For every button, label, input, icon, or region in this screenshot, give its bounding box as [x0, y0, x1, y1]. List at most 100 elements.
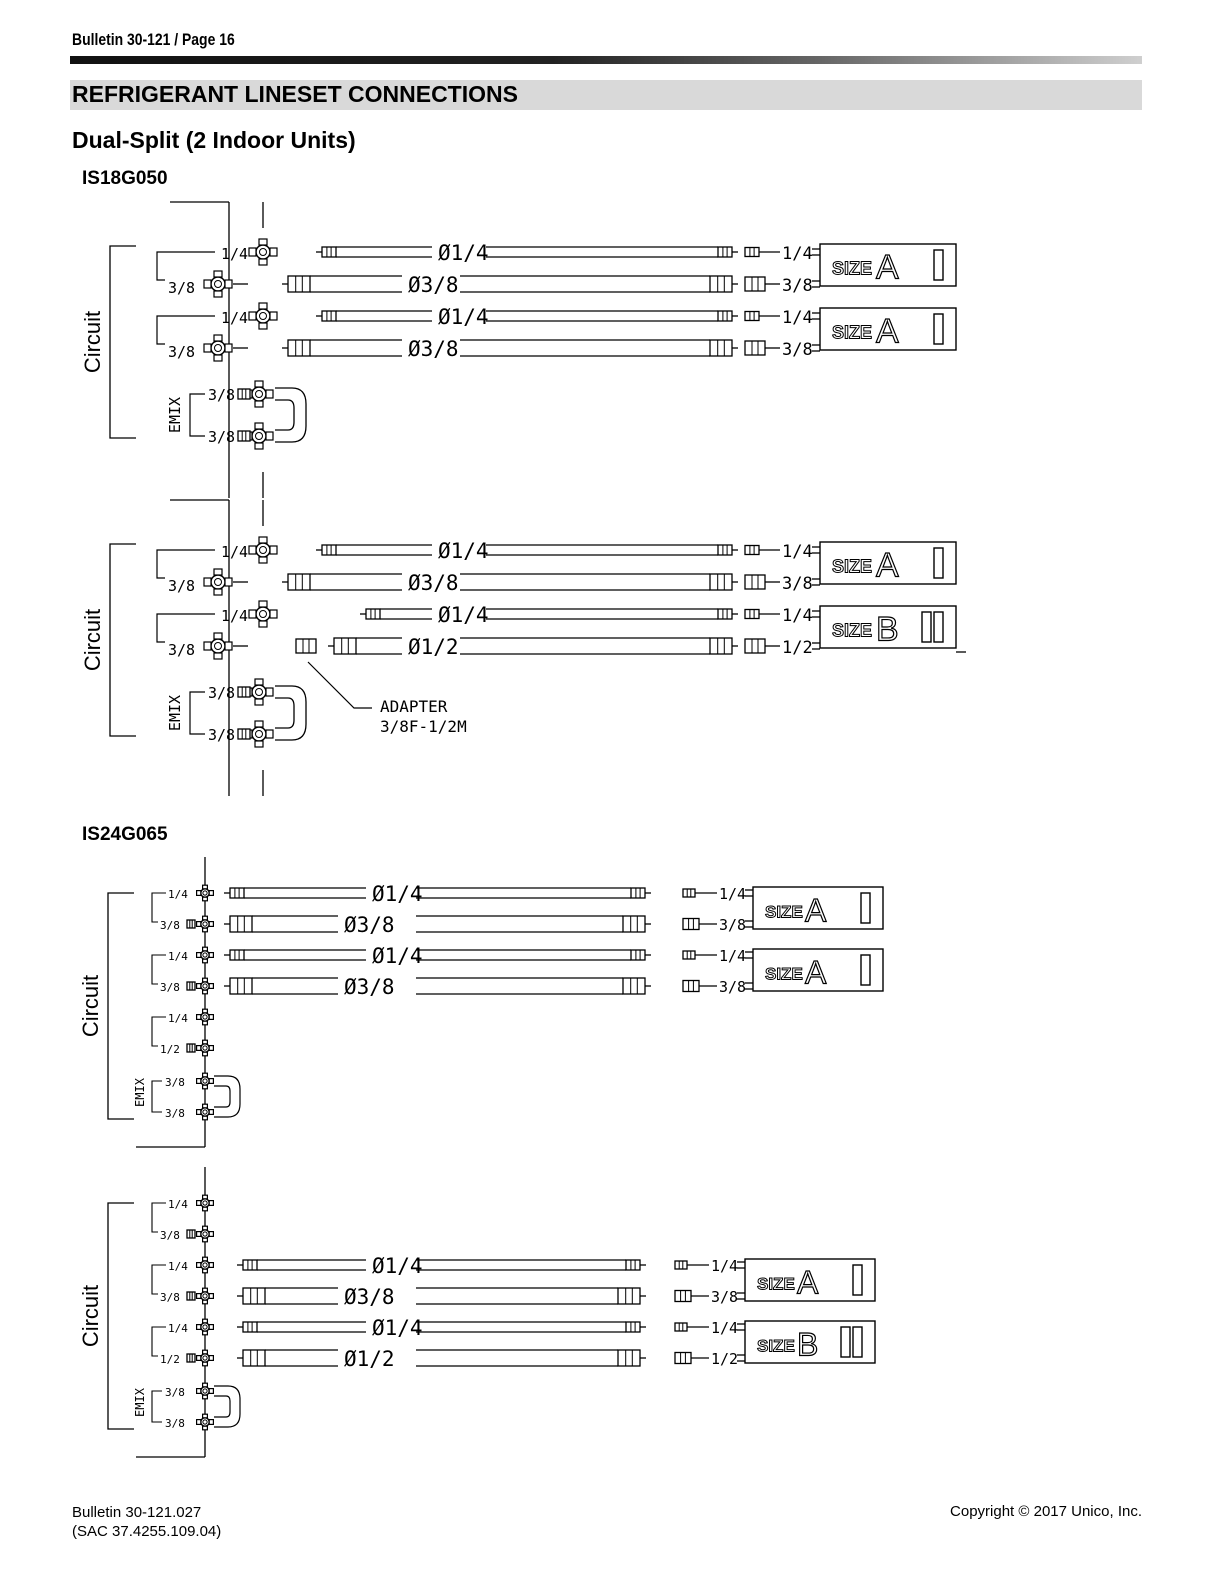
service-valve-icon — [203, 568, 233, 596]
port-label: 1/4 — [221, 543, 248, 561]
unit-port-label: 1/4 — [711, 1257, 738, 1275]
circuit-label: Circuit — [80, 609, 105, 671]
subtitle: Dual-Split (2 Indoor Units) — [72, 127, 356, 153]
port-label: 1/4 — [221, 607, 248, 625]
flare-fitting-icon — [674, 1260, 688, 1270]
emix-port-label: 3/8 — [165, 1107, 185, 1120]
port-label: 3/8 — [160, 1291, 180, 1304]
flare-fitting-icon — [237, 728, 251, 740]
flare-fitting-icon — [237, 388, 251, 400]
size-code-bar — [933, 611, 944, 643]
adapter-label: ADAPTER — [380, 697, 448, 716]
flare-fitting-icon — [242, 1287, 266, 1305]
emix-label: EMIX — [166, 397, 184, 433]
line-diameter-label: Ø3/8 — [344, 1285, 395, 1309]
line-diameter-label: Ø1/4 — [438, 603, 489, 627]
size-code-bar — [933, 547, 944, 579]
footer-document-info: Bulletin 30-121.027 (SAC 37.4255.109.04) — [72, 1503, 221, 1541]
refrigerant-line: Ø1/4 — [237, 1316, 646, 1340]
service-valve-icon — [196, 1194, 214, 1212]
service-valve-icon — [196, 1039, 214, 1057]
size-word: SIZE — [765, 965, 803, 984]
flare-fitting-icon — [744, 574, 766, 590]
line-diameter-label: Ø3/8 — [408, 337, 459, 361]
service-valve-icon — [203, 632, 233, 660]
port-label: 3/8 — [168, 279, 195, 297]
flare-fitting-icon — [237, 686, 251, 698]
flare-fitting-icon — [287, 573, 311, 591]
refrigerant-line: Ø1/4 — [316, 241, 738, 265]
port-label: 1/4 — [221, 245, 248, 263]
size-code-bar — [933, 313, 944, 345]
circuit-bracket: Circuit — [78, 1202, 134, 1430]
refrigerant-line: Ø1/4 — [316, 305, 738, 329]
size-letter: A — [876, 248, 899, 286]
unit-port-label: 3/8 — [782, 340, 813, 360]
circuit-bracket: Circuit — [78, 892, 134, 1120]
refrigerant-line: Ø1/4 — [224, 944, 651, 968]
emix-port-label: 3/8 — [165, 1386, 185, 1399]
service-valve-icon — [196, 1103, 214, 1121]
unit-outline — [752, 948, 884, 992]
size-code-bar — [921, 611, 932, 643]
unit-outline — [744, 1320, 876, 1364]
emix-port-label: 3/8 — [208, 428, 235, 446]
port-label: 3/8 — [160, 1229, 180, 1242]
flare-fitting-icon — [229, 887, 245, 899]
service-valve-icon — [244, 422, 274, 450]
unit-port-label: 1/4 — [711, 1319, 738, 1337]
flare-fitting-icon — [321, 310, 337, 322]
flare-fitting-icon — [242, 1321, 258, 1333]
flare-fitting-icon — [237, 430, 251, 442]
unit-port-label: 1/4 — [719, 947, 746, 965]
unit-port-label: 3/8 — [782, 276, 813, 296]
line-diameter-label: Ø1/4 — [372, 1254, 423, 1278]
refrigerant-line: Ø3/8 — [282, 273, 738, 297]
circuit-label: Circuit — [80, 311, 105, 373]
line-diameter-label: Ø3/8 — [344, 913, 395, 937]
size-word: SIZE — [832, 323, 872, 343]
emix-port-label: 3/8 — [208, 684, 235, 702]
port-label: 1/4 — [168, 1260, 188, 1273]
size-letter: A — [876, 546, 899, 584]
circuit-bracket: Circuit — [80, 245, 136, 439]
unit-port-label: 1/2 — [782, 638, 813, 658]
line-diameter-label: Ø3/8 — [408, 273, 459, 297]
flare-fitting-icon — [622, 915, 646, 933]
flare-fitting-icon — [682, 888, 696, 898]
unit-port-label: 1/4 — [719, 885, 746, 903]
emix-port-label: 3/8 — [165, 1076, 185, 1089]
port-label: 3/8 — [160, 981, 180, 994]
flare-fitting-icon — [625, 1259, 641, 1271]
circuit-label: Circuit — [78, 1285, 103, 1347]
size-word: SIZE — [765, 903, 803, 922]
size-letter: A — [876, 312, 899, 350]
port-label: 1/4 — [168, 888, 188, 901]
flare-fitting-icon — [186, 1291, 196, 1301]
emix-label: EMIX — [166, 695, 184, 731]
flare-fitting-icon — [321, 544, 337, 556]
size-code-bar — [852, 1264, 863, 1296]
flare-fitting-icon — [229, 977, 253, 995]
flare-fitting-icon — [617, 1287, 641, 1305]
refrigerant-line: Ø3/8 — [282, 337, 738, 361]
flare-fitting-icon — [744, 310, 760, 322]
bulletin-page-header: Bulletin 30-121 / Page 16 — [72, 30, 235, 49]
service-valve-icon — [248, 536, 278, 564]
unit-port-label: 3/8 — [719, 916, 746, 934]
unit-outline — [752, 886, 884, 930]
service-valve-icon — [203, 270, 233, 298]
adapter-spec-label: 3/8F-1/2M — [380, 717, 467, 736]
service-valve-icon — [248, 600, 278, 628]
flare-fitting-icon — [709, 573, 733, 591]
size-letter: A — [805, 892, 827, 928]
flare-fitting-icon — [242, 1349, 266, 1367]
flare-fitting-icon — [630, 887, 646, 899]
